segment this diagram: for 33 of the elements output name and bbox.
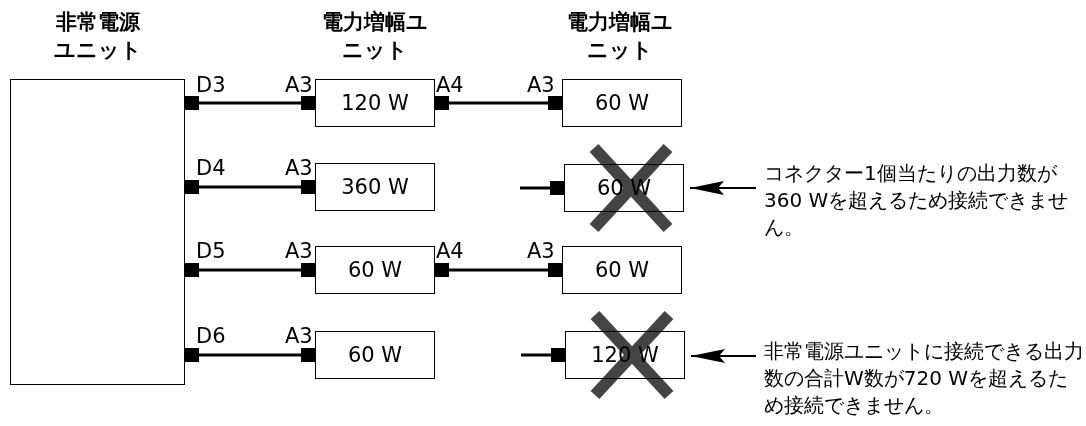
connector-label: A3 [285, 240, 313, 262]
connector-label: A4 [436, 240, 464, 262]
cable-line [435, 263, 562, 277]
cable-line [185, 263, 315, 277]
connector-label: D4 [196, 157, 226, 179]
connector-label: D3 [196, 74, 226, 96]
connector-label: A3 [285, 325, 313, 347]
amplifier-box: 60 W [562, 246, 682, 294]
cable-line [520, 181, 564, 195]
cable-line [435, 96, 562, 110]
cable-line [185, 96, 315, 110]
connector-label: A3 [285, 157, 313, 179]
amplifier-box: 360 W [315, 163, 435, 211]
connector-label: A3 [527, 74, 555, 96]
amplifier-box: 60 W [562, 79, 682, 127]
note-text: コネクター1個当たりの出力数が360 Wを超えるため接続できません。 [764, 160, 1084, 241]
cable-line [185, 348, 315, 362]
cable-line [521, 348, 565, 362]
arrow [689, 181, 757, 195]
connector-label: A4 [436, 74, 464, 96]
column-heading: 電力増幅ユニット [566, 9, 674, 64]
connector-label: D6 [196, 325, 226, 347]
unit-heading: 非常電源ユニット [52, 9, 143, 64]
amplifier-box: 120 W [315, 79, 435, 127]
arrow [690, 349, 757, 363]
connector-label: A3 [285, 74, 313, 96]
column-heading: 電力増幅ユニット [321, 9, 429, 64]
amplifier-box: 60 W [315, 331, 435, 379]
cable-line [185, 180, 315, 194]
connector-label: A3 [527, 240, 555, 262]
connector-label: D5 [196, 240, 226, 262]
note-text: 非常電源ユニットに接続できる出力数の合計W数が720 Wを超えるため接続できません。 [764, 338, 1084, 419]
amplifier-box: 60 W [315, 246, 435, 294]
